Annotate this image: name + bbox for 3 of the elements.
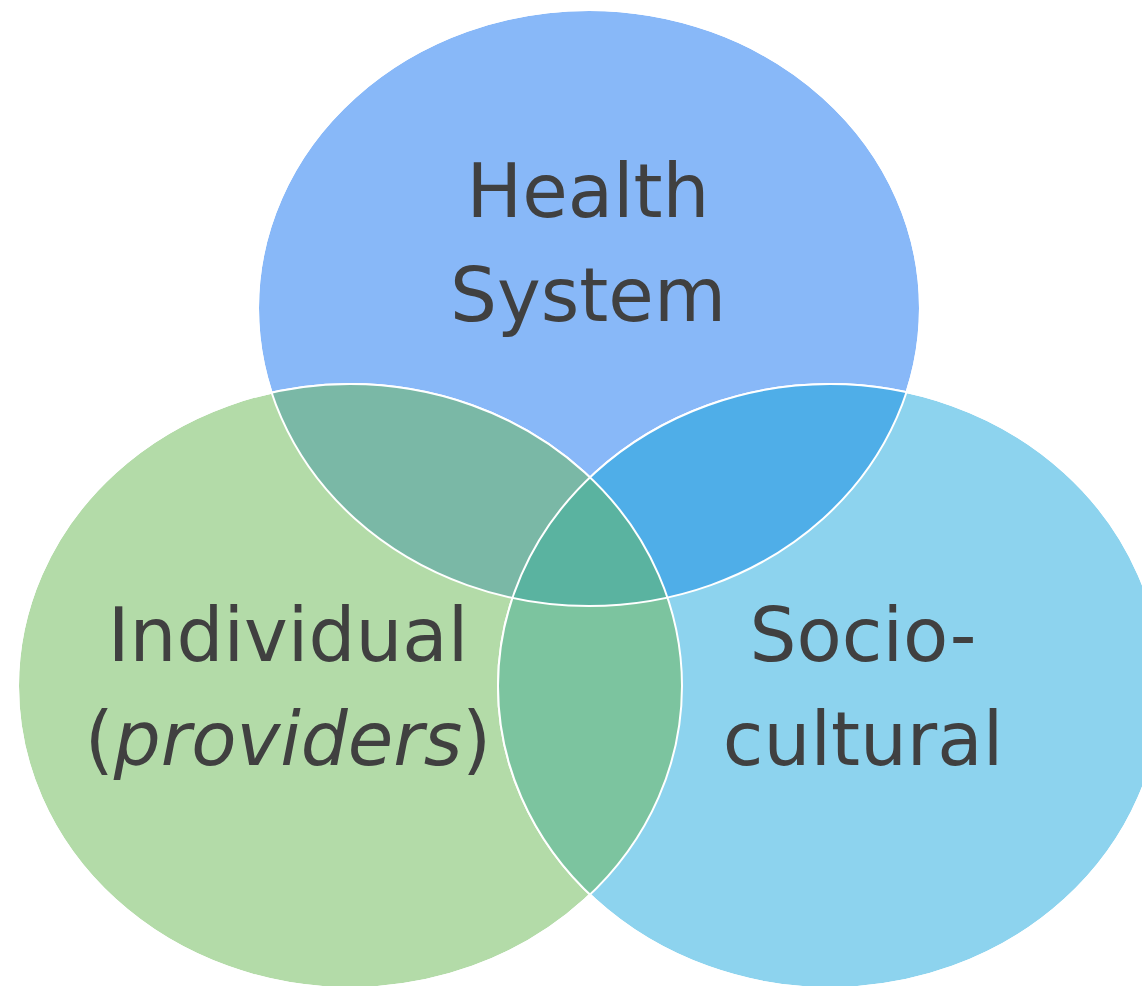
region-label: Socio- cultural: [721, 591, 1005, 784]
region-label: Health System: [449, 147, 727, 340]
region-label: Individual (providers): [83, 591, 493, 784]
